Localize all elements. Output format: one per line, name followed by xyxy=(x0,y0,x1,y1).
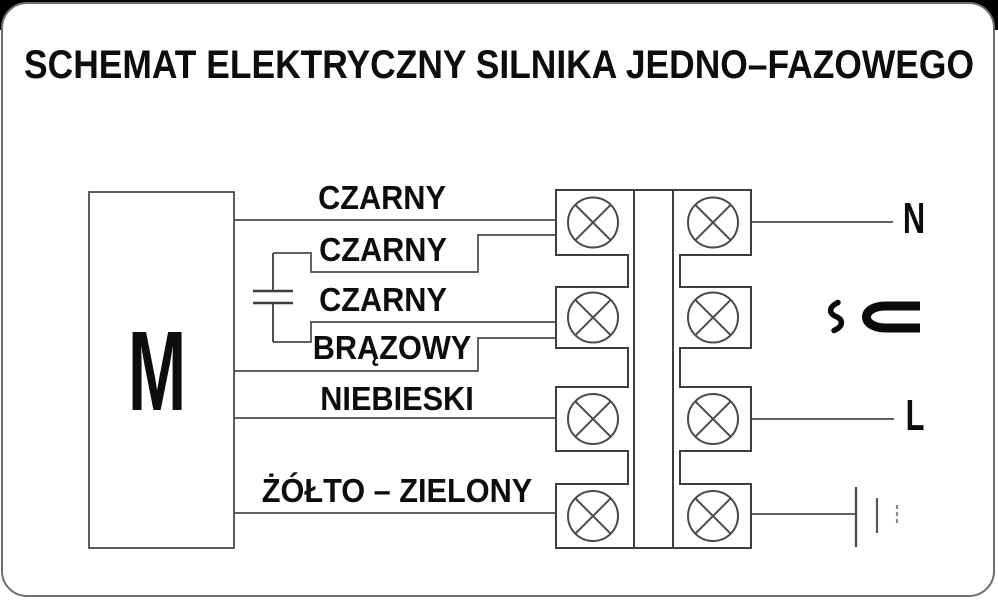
terminal-block-left-comb xyxy=(555,189,635,549)
terminal-screw-icon xyxy=(567,291,619,344)
wire-czarny-3 xyxy=(273,321,556,343)
wire-label-niebieski: NIEBIESKI xyxy=(320,380,474,417)
page-title: SCHEMAT ELEKTRYCZNY SILNIKA JEDNO–FAZOWE… xyxy=(24,43,974,87)
wire-brazowy xyxy=(234,337,556,372)
motor-label: M xyxy=(127,308,187,434)
wire-czarny-2 xyxy=(273,234,556,273)
terminal-screw-icon xyxy=(687,393,739,445)
terminal-screw-icon xyxy=(687,291,739,344)
wire-label-czarny-2: CZARNY xyxy=(319,231,447,268)
terminal-screw-icon xyxy=(687,196,739,249)
wire-label-czarny-3: CZARNY xyxy=(319,281,447,318)
ground-icon xyxy=(854,487,899,547)
wire-label-zolto-zielony: ŻÓŁTO – ZIELONY xyxy=(261,472,533,509)
terminal-screw-icon xyxy=(567,393,619,445)
line-label: L xyxy=(905,391,925,440)
wire-label-czarny-1: CZARNY xyxy=(318,179,446,216)
neutral-label: N xyxy=(902,194,926,243)
wire-label-brazowy: BRĄZOWY xyxy=(312,329,472,366)
ac-plug-icon xyxy=(827,299,920,334)
terminal-block-center-bar xyxy=(633,189,674,549)
terminal-block xyxy=(555,189,752,549)
terminal-block-right-comb xyxy=(671,189,752,549)
terminal-screw-icon xyxy=(567,490,619,542)
terminal-screw-icon xyxy=(687,490,739,542)
motor-box xyxy=(88,191,235,549)
terminal-screw-icon xyxy=(567,196,619,249)
capacitor-icon xyxy=(253,253,293,342)
